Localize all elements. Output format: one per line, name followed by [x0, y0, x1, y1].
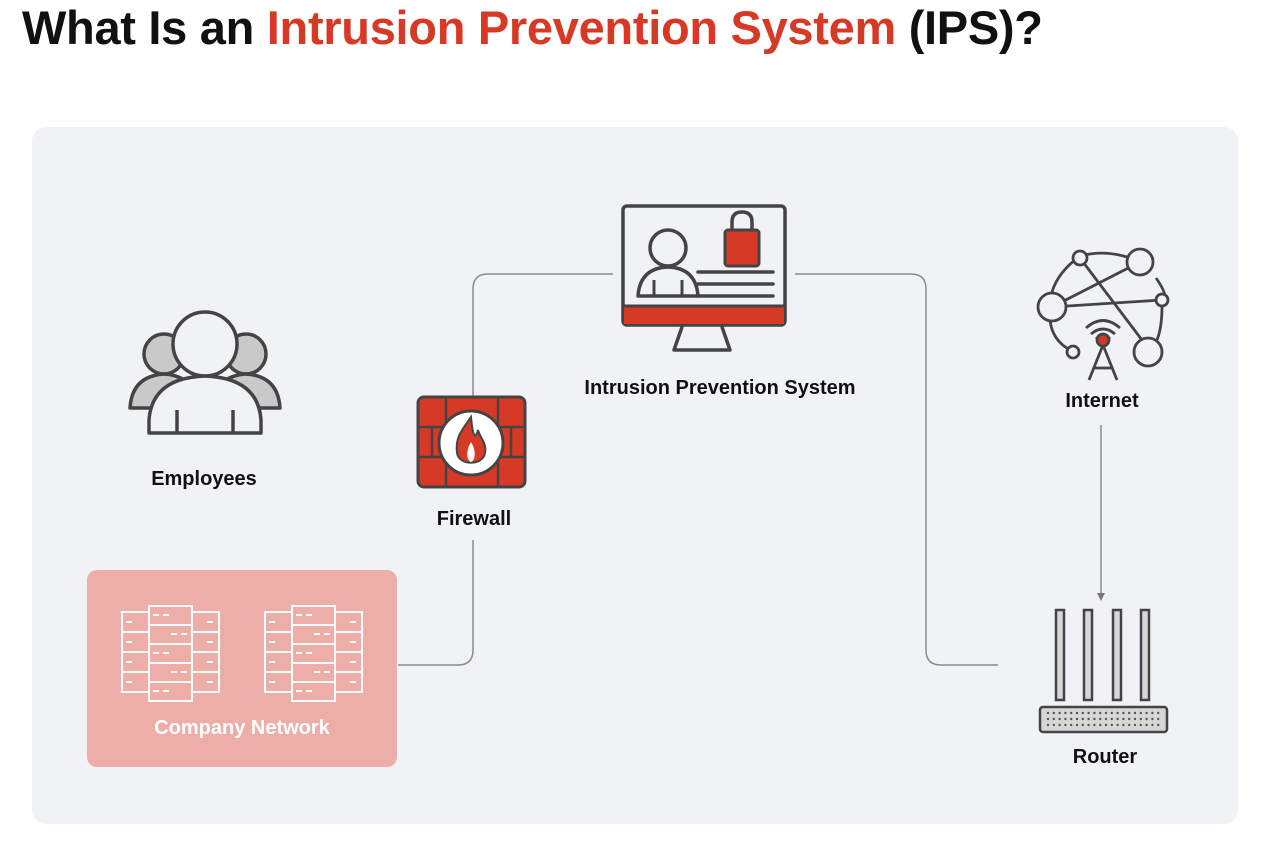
ips-label: Intrusion Prevention System: [584, 377, 855, 399]
page-title: What Is an Intrusion Prevention System (…: [22, 0, 1043, 55]
connector-ips-router: [795, 273, 998, 666]
connector-firewall-network: [398, 540, 474, 666]
lock-icon: [730, 210, 754, 232]
arrowhead-icon: [1097, 593, 1105, 601]
globe-network-antenna-icon: [1036, 247, 1170, 381]
firewall-label: Firewall: [437, 508, 511, 530]
title-prefix: What Is an: [22, 1, 267, 54]
router-icon: [1038, 608, 1169, 734]
company-network-label: Company Network: [154, 717, 330, 739]
title-highlight: Intrusion Prevention System: [266, 1, 896, 54]
title-suffix: (IPS)?: [895, 1, 1043, 54]
monitor-user-lock-icon: [621, 204, 787, 352]
router-label: Router: [1073, 746, 1138, 768]
internet-label: Internet: [1065, 390, 1139, 412]
connector-ips-firewall: [472, 273, 613, 396]
employees-label: Employees: [151, 468, 257, 490]
company-network-box: Company Network: [87, 570, 397, 767]
server-racks-icon: [121, 605, 363, 702]
people-group-icon: [128, 310, 282, 435]
firewall-flame-icon: [416, 395, 527, 489]
